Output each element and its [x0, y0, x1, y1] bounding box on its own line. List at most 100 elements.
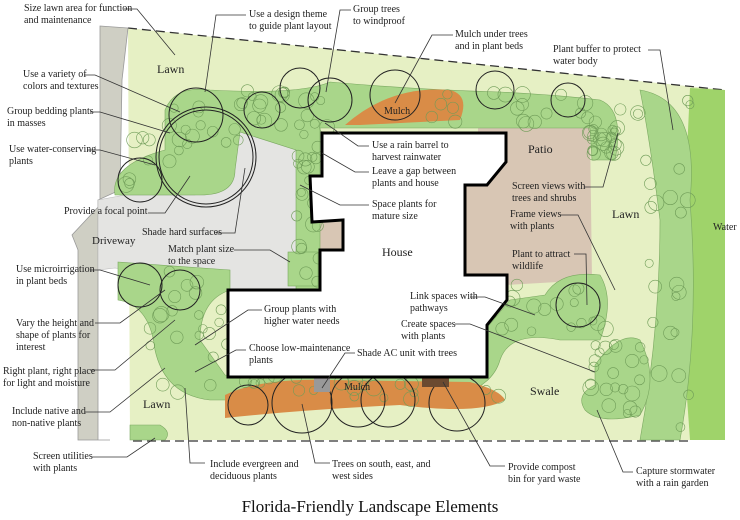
shrub-symbol: [599, 382, 613, 396]
driveway-label: Driveway: [92, 235, 136, 247]
shrub-symbol: [124, 178, 135, 189]
shrub-symbol: [569, 298, 579, 308]
callout-link-spaces: Link spaces with pathways: [410, 291, 478, 314]
shrub-symbol: [670, 328, 680, 337]
callout-focal-point: Provide a focal point: [64, 206, 148, 217]
shrub-symbol: [296, 187, 306, 197]
shrub-symbol: [609, 340, 619, 350]
shrub-symbol: [293, 158, 303, 169]
shrub-symbol: [246, 111, 261, 126]
shrub-symbol: [682, 95, 694, 107]
shrub-symbol: [214, 317, 224, 328]
shrub-symbol: [593, 132, 607, 147]
patio-label: Patio: [528, 142, 553, 156]
shrub-symbol: [518, 116, 535, 132]
lawn-label-north: Lawn: [157, 62, 185, 76]
shrub-symbol: [434, 98, 448, 111]
shrub-symbol: [516, 113, 531, 129]
callout-rain-barrel: Use a rain barrel to harvest rainwater: [372, 140, 449, 163]
shrub-symbol: [291, 238, 307, 255]
house-footprint: [226, 131, 509, 379]
callout-plant-size: Match plant size to the space: [168, 244, 235, 267]
shrub-symbol: [207, 125, 219, 138]
shrub-symbol: [644, 177, 657, 190]
shrub-symbol: [610, 125, 621, 136]
shrub-symbol: [625, 353, 640, 368]
shrub-symbol: [292, 384, 306, 397]
shrub-symbol: [633, 108, 643, 119]
shrub-symbol: [170, 330, 184, 344]
compost-bin: [422, 377, 449, 387]
shrub-symbol: [526, 298, 542, 314]
lawn-label-east: Lawn: [612, 207, 640, 221]
shrub-symbol: [297, 159, 312, 175]
shrub-symbol: [274, 118, 288, 132]
shrub-symbol: [601, 398, 616, 413]
shrub-symbol: [253, 94, 269, 110]
shrub-symbol: [203, 327, 216, 340]
shrub-symbol: [309, 118, 320, 129]
callout-spacing: Space plants for mature size: [372, 199, 437, 222]
shrub-symbol: [634, 374, 645, 386]
callout-rain-garden: Capture stormwater with a rain garden: [636, 466, 716, 489]
shrub-symbol: [180, 279, 194, 292]
shrub-symbol: [675, 422, 686, 432]
shrub-symbol: [228, 123, 241, 136]
callout-variety: Use a variety of colors and textures: [23, 69, 99, 92]
lawn-label-south: Lawn: [143, 397, 171, 411]
shrub-symbol: [145, 340, 155, 351]
shrub-symbol: [168, 290, 182, 303]
shrub-symbol: [671, 368, 687, 383]
shrub-symbol: [675, 206, 687, 219]
shrub-symbol: [622, 400, 638, 416]
shrub-symbol: [648, 194, 665, 211]
shrub-symbol: [394, 378, 406, 390]
shrub-symbol: [189, 275, 204, 290]
shrub-symbol: [581, 111, 594, 125]
shrub-symbol: [233, 134, 244, 146]
shrub-symbol: [195, 120, 206, 131]
shrub-symbol: [510, 101, 525, 116]
shrub-symbol: [596, 131, 612, 147]
callout-utilities: Screen utilities with plants: [33, 451, 93, 474]
tree-canopies: [117, 67, 601, 434]
shrub-symbol: [594, 127, 608, 142]
shrub-symbol: [540, 107, 553, 120]
shrub-symbol: [669, 276, 685, 292]
shrub-symbol: [163, 265, 176, 278]
shrub-symbol: [608, 339, 623, 353]
shrub-symbol: [671, 291, 681, 301]
shrub-symbol: [278, 86, 290, 99]
shrub-symbol: [640, 154, 652, 166]
shrub-symbol: [604, 145, 619, 160]
shrub-symbol: [618, 384, 629, 395]
shrub-symbol: [294, 119, 305, 131]
callout-shade-hard: Shade hard surfaces: [142, 227, 222, 238]
shrub-symbol: [510, 278, 523, 292]
shrub-symbol: [346, 380, 363, 396]
shrub-symbol: [126, 131, 143, 149]
mulch-label-bottom: Mulch: [344, 382, 371, 393]
shrub-symbol: [526, 326, 537, 336]
callout-native: Include native and non-native plants: [12, 406, 86, 429]
shrub-symbol: [650, 365, 668, 382]
shrub-symbol: [299, 266, 313, 280]
mulch-label-top: Mulch: [384, 106, 411, 117]
shrub-symbol: [587, 134, 597, 145]
callout-create-spaces: Create spaces with plants: [401, 319, 456, 342]
shrub-symbol: [575, 107, 586, 119]
shrub-symbol: [614, 103, 627, 116]
callout-compost: Provide compost bin for yard waste: [508, 462, 581, 485]
callout-vary-height: Vary the height and shape of plants for …: [16, 318, 95, 353]
shrub-symbol: [274, 87, 290, 103]
shrub-symbol: [673, 163, 685, 175]
shrub-symbol: [166, 305, 178, 317]
shrub-symbol: [504, 317, 519, 332]
mulch-bed-bottom: [225, 379, 505, 418]
shrub-symbol: [215, 304, 227, 316]
shrub-symbol: [607, 367, 619, 379]
shrub-symbol: [679, 192, 696, 209]
shrub-symbol: [136, 131, 150, 145]
shrub-symbol: [623, 409, 632, 418]
callout-low-maintenance: Choose low-maintenance plants: [249, 343, 351, 366]
